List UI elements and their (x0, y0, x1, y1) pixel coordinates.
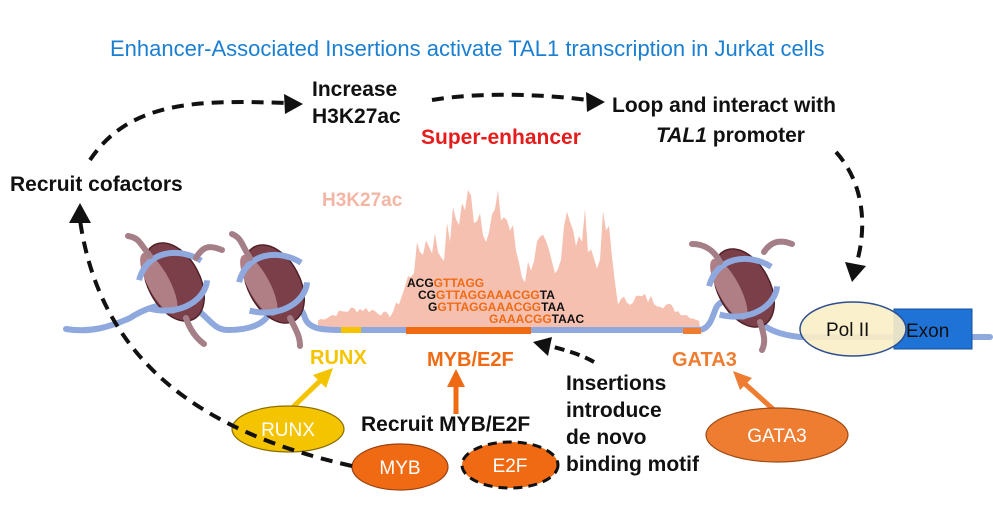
recruit-myb-e2f-label: Recruit MYB/E2F (361, 413, 530, 436)
gata3-factor (705, 407, 849, 463)
loop-interact-label: Loop and interact with (612, 94, 836, 117)
e2f-factor-label: E2F (493, 456, 528, 477)
sequence-segment: GAAACGG (489, 312, 552, 326)
arrow-cofactors-to-h3k27ac (88, 100, 287, 162)
arrow-loop-to-polii (834, 150, 865, 266)
myb-factor (351, 443, 449, 491)
sequence-segment: GTTAGGAAACGG (437, 300, 541, 314)
runx-binding-arrow (291, 368, 333, 409)
myb-binding-arrow (447, 369, 465, 414)
exon-label: Exon (906, 321, 949, 342)
tal1-gene-name: TAL1 (656, 124, 707, 147)
sequence-segment: GTTAGG (434, 276, 484, 290)
sequence-segment: G (428, 300, 437, 314)
runx-factor (231, 405, 345, 453)
pol-ii-label: Pol II (826, 320, 869, 341)
sequence-line-2: CGGTTAGGAAACGGTA (418, 288, 555, 302)
gata3-motif-site (683, 328, 701, 334)
pol-ii (799, 301, 907, 357)
histone-tail-2b (287, 315, 303, 349)
sequence-line-4: GAAACGGTAAC (489, 312, 584, 326)
arrow-myb-to-cofactors (78, 219, 353, 468)
histone-tail-3a (689, 241, 723, 265)
arrow-loop-to-polii-head (845, 262, 866, 282)
gata3-site-label: GATA3 (672, 349, 737, 371)
increase-line-1: Increase (312, 78, 397, 101)
sequence-segment: ACG (407, 276, 434, 290)
histone-tail-1b (193, 244, 225, 261)
nucleosome-1 (136, 242, 211, 322)
histone-tail-3c (757, 319, 768, 353)
arrow-h3k27ac-to-loop (431, 92, 589, 102)
arrow-cofactors-to-h3k27ac-head (284, 94, 303, 114)
recruit-cofactors-label: Recruit cofactors (10, 173, 183, 196)
insertions-label: Insertions introduce de novo binding mot… (566, 372, 700, 476)
insertions-line-3: de novo (566, 426, 647, 449)
runx-site-label: RUNX (310, 347, 367, 369)
promoter-word: promoter (707, 124, 805, 147)
runx-factor-label: RUNX (261, 420, 315, 441)
sequence-segment: TAA (541, 300, 565, 314)
increase-h3k27ac-label: Increase H3K27ac (312, 78, 403, 128)
myb-e2f-site-label: MYB/E2F (427, 349, 514, 371)
gata3-factor-label: GATA3 (747, 426, 806, 447)
arrow-insertions-to-motif (549, 344, 595, 364)
sequence-line-1: ACGGTTAGG (407, 276, 484, 290)
insertions-line-1: Insertions (566, 372, 666, 395)
loop-interact-label-2: TAL1 promoter (656, 124, 805, 147)
insertions-line-4: binding motif (566, 453, 700, 476)
increase-line-2: H3K27ac (312, 105, 401, 128)
h3k27ac-peak (318, 190, 700, 327)
arrow-myb-to-cofactors-head (69, 203, 91, 223)
sequence-segment: TAAC (552, 312, 585, 326)
super-enhancer-label: Super-enhancer (421, 126, 581, 149)
loop-line-1: Loop and interact with (612, 94, 836, 117)
e2f-factor (460, 440, 560, 490)
myb-factor-label: MYB (379, 458, 420, 479)
histone-tail-3b (761, 238, 795, 255)
runx-motif-site (341, 327, 361, 333)
histone-tail-1a (125, 233, 153, 259)
arrow-h3k27ac-to-loop-head (586, 92, 605, 112)
sequence-segment: CG (418, 288, 436, 302)
insertion-sequences: ACGGTTAGG CGGTTAGGAAACGGTA GGTTAGGAAACGG… (407, 276, 584, 326)
gata3-binding-arrow (733, 371, 776, 412)
histone-tail-2a (229, 231, 253, 261)
nucleosome-3 (706, 248, 781, 328)
insertions-line-2: introduce (566, 399, 662, 422)
h3k27ac-track-label: H3K27ac (322, 190, 403, 211)
sequence-segment: GTTAGGAAACGG (436, 288, 540, 302)
diagram-title: Enhancer-Associated Insertions activate … (110, 36, 825, 61)
sequence-line-3: GGTTAGGAAACGGTAA (428, 300, 565, 314)
sequence-segment: TA (540, 288, 555, 302)
myb-e2f-motif-site (406, 327, 531, 334)
histone-tail-1c (183, 315, 207, 347)
arrow-insertions-to-motif-head (533, 337, 552, 356)
